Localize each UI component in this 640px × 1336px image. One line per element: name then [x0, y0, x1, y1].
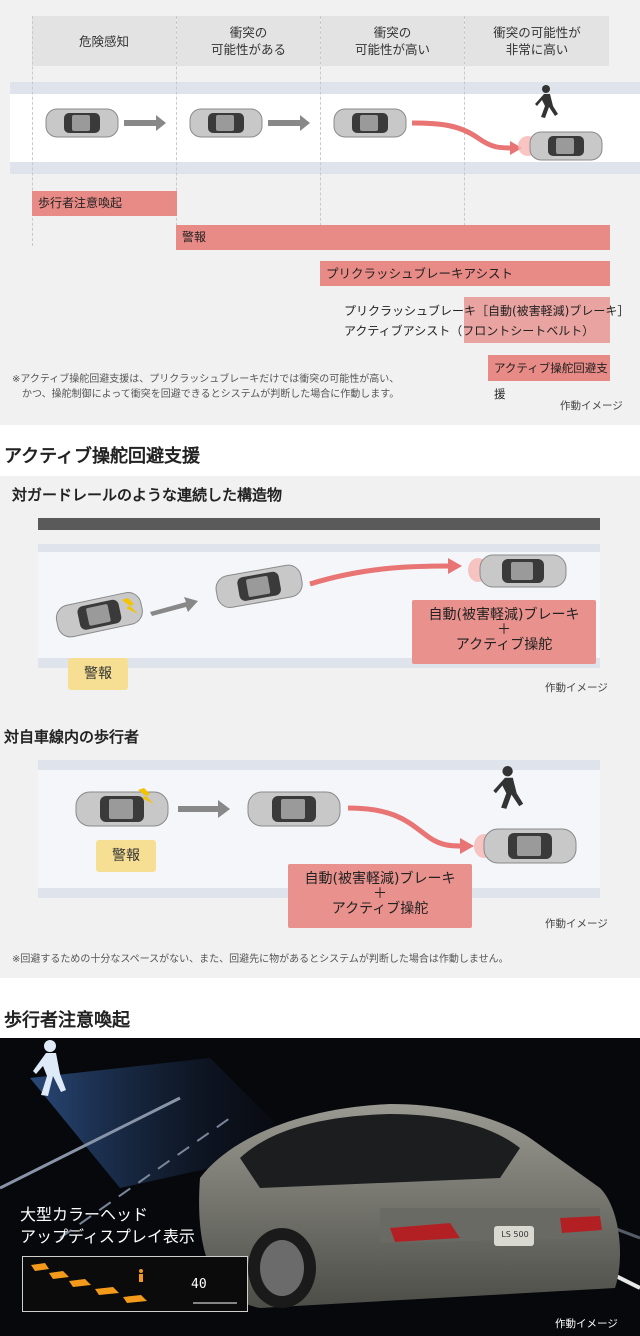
- guardrail-illustration: [55, 554, 567, 638]
- timeline-illustration: [45, 85, 603, 161]
- car-icon: [189, 108, 263, 138]
- pedestrian-illustration: [75, 766, 577, 864]
- section-title-pedestrian-alert: 歩行者注意喚起: [4, 1010, 130, 1031]
- guardrail-warning-badge: 警報: [68, 658, 128, 690]
- phase-divider: [32, 16, 33, 246]
- hud-display: 40: [22, 1256, 248, 1312]
- bar-warning: 警報: [176, 225, 610, 250]
- swerve-arrow-icon: [411, 120, 513, 151]
- bar-pcb-auto: プリクラッシュブレーキ［自動(被害軽減)ブレーキ］: [344, 304, 630, 318]
- section-title-steering: アクティブ操舵回避支援: [4, 446, 201, 467]
- plus-sign: ＋: [373, 886, 387, 902]
- hud-speed: 40: [191, 1277, 207, 1292]
- bar-pcb-auto-bg: [464, 297, 610, 343]
- car-icon: [215, 564, 303, 608]
- arrow-right-icon: [150, 597, 198, 616]
- phase-header-3: 衝突の 可能性が高い: [321, 16, 464, 66]
- arrow-head-icon: [510, 141, 522, 155]
- spark-icon: [138, 788, 154, 804]
- pedestrian-icon: [33, 1040, 66, 1096]
- lane-line: [59, 1117, 231, 1239]
- phase-divider: [320, 16, 321, 246]
- pedestrian-icon: [493, 766, 524, 809]
- pedestrian-action-box: 自動(被害軽減)ブレーキ ＋ アクティブ操舵: [288, 864, 472, 928]
- timeline-caption: 作動イメージ: [560, 400, 623, 412]
- car-icon: [483, 828, 577, 864]
- phase-divider: [176, 16, 177, 246]
- spark-icon: [122, 598, 138, 614]
- phase-label: 危険感知: [78, 33, 129, 49]
- pedestrian-caption: 作動イメージ: [545, 918, 608, 930]
- phase-label: 衝突の 可能性がある: [210, 25, 286, 57]
- pedestrian-warning-badge: 警報: [96, 840, 156, 872]
- license-plate: LS 500: [501, 1230, 529, 1239]
- car-icon: [55, 592, 143, 638]
- note-line: ※アクティブ操舵回避支援は、プリクラッシュブレーキだけでは衝突の可能性が高い、: [12, 374, 400, 385]
- guardrail: [38, 518, 600, 530]
- plus-sign: ＋: [497, 622, 511, 638]
- arrow-right-icon: [178, 800, 230, 818]
- pedestrian-alert-caption: 作動イメージ: [555, 1318, 618, 1330]
- lane-line: [0, 1096, 181, 1190]
- car-icon: [45, 108, 119, 138]
- pedestrian-lane-title: 対自車線内の歩行者: [4, 728, 140, 746]
- car-icon: [529, 131, 603, 161]
- action-line: 自動(被害軽減)ブレーキ: [304, 871, 456, 887]
- hud-graphic: [31, 1263, 237, 1304]
- hud-label: 大型カラーヘッド アップディスプレイ表示: [20, 1204, 195, 1248]
- bar-active-assist: アクティブアシスト（フロントシートベルト）: [344, 324, 595, 338]
- car-icon: [247, 791, 341, 827]
- arrow-right-icon: [124, 115, 166, 131]
- phase-header-4: 衝突の可能性が 非常に高い: [465, 16, 609, 66]
- guardrail-caption: 作動イメージ: [545, 682, 608, 694]
- hud-label-line: 大型カラーヘッド: [20, 1205, 149, 1224]
- guardrail-title: 対ガードレールのような連続した構造物: [12, 486, 283, 504]
- bar-pcb-assist: プリクラッシュブレーキアシスト: [320, 261, 610, 286]
- pedestrian-icon: [535, 85, 558, 118]
- bar-steering-support: アクティブ操舵回避支援: [488, 355, 610, 401]
- action-line: 自動(被害軽減)ブレーキ: [428, 607, 580, 623]
- arrow-head-icon: [448, 558, 462, 574]
- car-icon: [479, 554, 567, 588]
- car-icon: [333, 108, 407, 138]
- swerve-arrow-icon: [347, 805, 463, 849]
- action-line: アクティブ操舵: [455, 637, 553, 653]
- phase-header-1: 危険感知: [32, 16, 176, 66]
- swerve-arrow-icon: [309, 563, 451, 587]
- night-scene-illustration: [0, 1038, 640, 1336]
- timeline-note: ※アクティブ操舵回避支援は、プリクラッシュブレーキだけでは衝突の可能性が高い、 …: [12, 372, 482, 402]
- pedestrian-icon: [139, 1269, 143, 1282]
- arrow-right-icon: [268, 115, 310, 131]
- night-scene: 大型カラーヘッド アップディスプレイ表示 40 LS 500 作動イメージ: [0, 1038, 640, 1336]
- action-line: アクティブ操舵: [331, 901, 429, 917]
- arrow-head-icon: [460, 838, 474, 854]
- bar-pedestrian-alert: 歩行者注意喚起: [32, 191, 177, 216]
- car-icon: [199, 1104, 621, 1308]
- phase-header-2: 衝突の 可能性がある: [177, 16, 320, 66]
- phase-label: 衝突の 可能性が高い: [354, 25, 430, 57]
- guardrail-action-box: 自動(被害軽減)ブレーキ ＋ アクティブ操舵: [412, 600, 596, 664]
- note-line: かつ、操舵制御によって衝突を回避できるとシステムが判断した場合に作動します。: [12, 389, 400, 400]
- hud-label-line: アップディスプレイ表示: [20, 1227, 195, 1246]
- steering-note: ※回避するための十分なスペースがない、また、回避先に物があるとシステムが判断した…: [12, 954, 509, 965]
- car-icon: [75, 791, 169, 827]
- phase-label: 衝突の可能性が 非常に高い: [493, 25, 581, 57]
